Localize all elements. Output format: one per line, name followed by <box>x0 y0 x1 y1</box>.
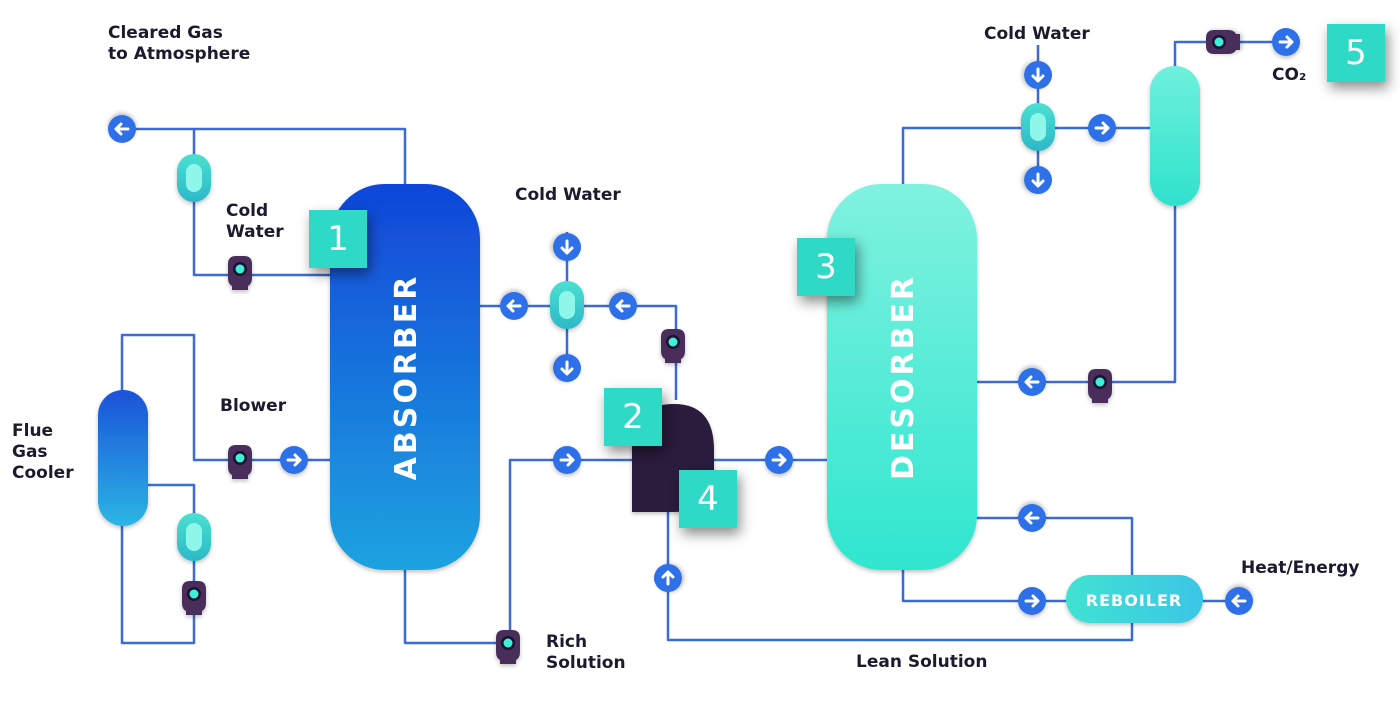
desorber-label: DESORBER <box>886 274 921 480</box>
absorber-label: ABSORBER <box>389 274 424 481</box>
arrow-right-icon <box>1272 28 1300 56</box>
arrow-left-icon <box>1018 504 1046 532</box>
cold-water-right-label: Cold Water <box>984 24 1090 44</box>
flue-gas-cooler-label: Flue Gas Cooler <box>12 421 74 483</box>
separator-vessel <box>1150 66 1200 206</box>
step-badge-3: 3 <box>797 238 855 296</box>
rich-solution-label: Rich Solution <box>546 632 626 673</box>
arrow-right-icon <box>1088 114 1116 142</box>
arrow-left-icon <box>609 292 637 320</box>
pump-icon <box>661 329 685 363</box>
co2-label: CO₂ <box>1272 65 1307 85</box>
absorber-column: ABSORBER <box>330 184 480 570</box>
blower-label: Blower <box>220 396 287 416</box>
heat-exchanger-icon <box>177 513 211 561</box>
arrow-left-icon <box>1225 587 1253 615</box>
arrow-right-icon <box>280 446 308 474</box>
step-badge-4: 4 <box>679 470 737 528</box>
pump-icon <box>496 630 520 664</box>
arrow-left-icon <box>500 292 528 320</box>
cold-water-left-label: Cold Water <box>226 201 284 242</box>
heat-exchanger-icon <box>550 281 584 329</box>
arrow-down-icon <box>1024 166 1052 194</box>
lean-solution-label: Lean Solution <box>856 652 988 672</box>
pump-icon <box>228 256 252 290</box>
flue-gas-cooler-column <box>98 390 148 526</box>
reboiler-label: REBOILER <box>1086 591 1182 610</box>
arrow-right-icon <box>553 446 581 474</box>
desorber-column: DESORBER <box>827 184 977 570</box>
pump-icon <box>228 445 252 479</box>
arrow-left-icon <box>1018 368 1046 396</box>
step-badge-5: 5 <box>1327 24 1385 82</box>
arrow-up-icon <box>654 564 682 592</box>
arrow-down-icon <box>1024 61 1052 89</box>
arrow-right-icon <box>1018 587 1046 615</box>
cleared-gas-label: Cleared Gas to Atmosphere <box>108 23 251 64</box>
cold-water-mid-label: Cold Water <box>515 185 621 205</box>
step-badge-2: 2 <box>604 388 662 446</box>
step-badge-1: 1 <box>309 210 367 268</box>
heat-exchanger-icon <box>1021 103 1055 151</box>
arrow-down-icon <box>553 233 581 261</box>
pump-icon <box>1206 30 1240 54</box>
pump-icon <box>182 581 206 615</box>
heat-energy-label: Heat/Energy <box>1241 558 1360 578</box>
reboiler: REBOILER <box>1066 575 1203 623</box>
arrow-down-icon <box>553 354 581 382</box>
heat-exchanger-icon <box>177 154 211 202</box>
arrow-right-icon <box>765 446 793 474</box>
pump-icon <box>1088 369 1112 403</box>
arrow-left-icon <box>108 115 136 143</box>
